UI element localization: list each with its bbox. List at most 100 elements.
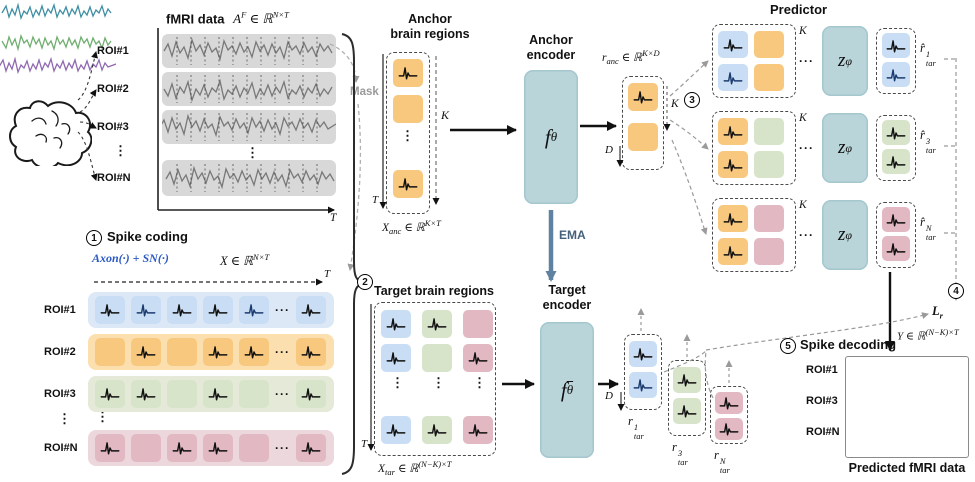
predicted-rep-tile (882, 207, 910, 232)
plain-tile (239, 380, 269, 408)
mask-token-tile (754, 238, 784, 265)
spike-train-row: ··· (88, 334, 334, 370)
spike-icon (426, 316, 448, 332)
plain-tile (167, 380, 197, 408)
predicted-fmri-caption: Predicted fMRI data (848, 461, 966, 475)
spike-tile (167, 434, 197, 462)
mask-label: Mask (350, 86, 379, 98)
ellipsis: ··· (275, 345, 290, 359)
r-anc-box (622, 76, 664, 170)
anchor-tile (393, 59, 423, 87)
vdots: ⋮ (96, 409, 109, 424)
step-4-badge: 4 (948, 283, 964, 299)
anchor-token-tile (754, 64, 784, 91)
spike-matrix-math: X ∈ ℝN×T (220, 252, 270, 269)
spike-icon (426, 422, 448, 438)
spike-icon (99, 440, 121, 456)
fmri-signal-waveform (162, 113, 336, 141)
target-regions-title: Target brain regions (374, 284, 494, 298)
plain-tile (239, 434, 269, 462)
fmri-signal-waveform (163, 75, 333, 103)
anchor-tile (393, 95, 423, 123)
predictor-k-label: K (799, 199, 807, 211)
target-t-label: T (361, 438, 368, 450)
fmri-signal-row (162, 34, 336, 68)
predicted-rep-tile (882, 236, 910, 261)
spike-icon (397, 65, 419, 81)
ellipsis: ··· (275, 441, 290, 455)
target-rep-tile (715, 392, 743, 414)
spike-icon (300, 344, 322, 360)
step-1-badge: 1 (86, 230, 102, 246)
spike-icon (885, 67, 907, 83)
spike-decoding-title: Spike decoding (800, 337, 897, 352)
spike-icon (207, 344, 229, 360)
spike-train-row: ··· (88, 376, 334, 412)
fmri-title-text: fMRI data (166, 11, 225, 27)
decoded-roi-label: ROI#1 (806, 364, 838, 376)
spike-icon (207, 440, 229, 456)
spike-icon (632, 377, 654, 393)
anchor-t-label: T (372, 194, 379, 206)
spike-icon (171, 440, 193, 456)
spike-icon (885, 38, 907, 54)
spike-roi-label: ROI#N (44, 442, 78, 454)
ema-label: EMA (559, 228, 586, 242)
ellipsis: ··· (275, 303, 290, 317)
target-rep-tile (629, 372, 657, 398)
spike-icon (207, 302, 229, 318)
anchor-encoder-title: Anchor encoder (526, 33, 576, 62)
predictor-title: Predictor (770, 2, 828, 17)
step-2-badge: 2 (357, 274, 373, 290)
anchor-token-tile (718, 238, 748, 265)
spike-icon (722, 244, 744, 260)
target-matrix-math: Xtar ∈ ℝ(N−K)×T (378, 459, 452, 478)
predicted-rep-box-3 (876, 202, 916, 268)
spike-icon (676, 403, 698, 419)
predicted-waveform-green (1, 33, 112, 52)
target-rep-tile (673, 398, 701, 424)
spike-icon (885, 154, 907, 170)
spike-tile (95, 380, 125, 408)
predicted-fmri-panel (845, 356, 969, 458)
predictor-input-box-3 (712, 198, 796, 272)
predicted-rep-tile (882, 62, 910, 87)
anchor-regions-box (386, 52, 430, 214)
spike-icon (718, 421, 740, 437)
mask-token-tile (754, 118, 784, 145)
target-tile (463, 310, 493, 338)
fmri-data-title: fMRI data AF ∈ ℝN×T (166, 10, 289, 27)
target-tile (463, 344, 493, 372)
target-d-label: D (605, 390, 613, 402)
anchor-token-tile (718, 151, 748, 178)
spike-tile (167, 296, 197, 324)
predicted-waveform-teal (1, 2, 112, 21)
anchor-tile (393, 170, 423, 198)
r-anc-k-label: K (671, 98, 679, 110)
predictor-k-label: K (799, 112, 807, 124)
spike-icon (722, 124, 744, 140)
vdots: ⋮ (432, 375, 445, 390)
spike-coding-formula: Axon(·) + SN(·) (92, 251, 169, 265)
fmri-roi-label: ROI#2 (97, 83, 129, 95)
vdots: ⋮ (401, 128, 414, 143)
spike-icon (385, 316, 407, 332)
spike-icon (632, 89, 654, 105)
anchor-encoder-f: f (544, 124, 551, 149)
anchor-encoder-param: θ (550, 129, 558, 144)
predicted-rep-box-1 (876, 28, 916, 94)
spike-icon (300, 386, 322, 402)
predicted-signal-row (0, 27, 116, 54)
spike-icon (135, 386, 157, 402)
fmri-math: AF ∈ ℝN×T (233, 10, 289, 27)
spike-icon (99, 386, 121, 402)
spike-icon (385, 422, 407, 438)
target-rep-tile (673, 367, 701, 393)
